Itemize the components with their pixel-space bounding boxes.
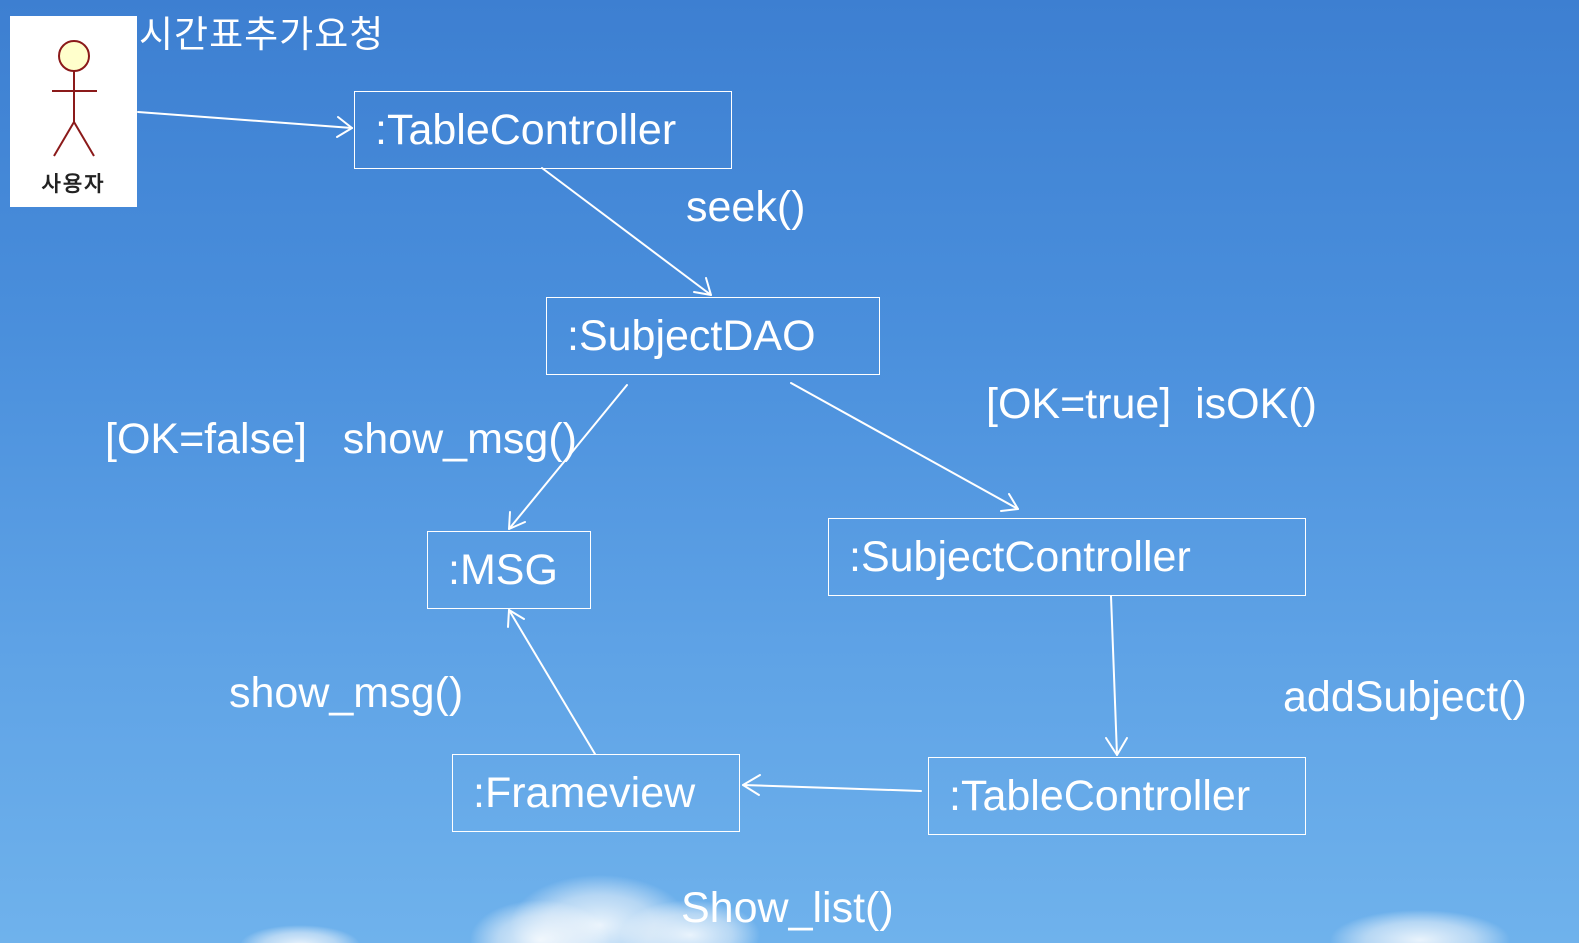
actor-name: 사용자 bbox=[41, 172, 106, 196]
arrow-add-subject bbox=[1110, 595, 1118, 756]
message-add-subject: addSubject() bbox=[1283, 673, 1527, 721]
object-subject-controller: :SubjectController bbox=[828, 518, 1306, 596]
arrow-request bbox=[137, 111, 353, 129]
object-msg: :MSG bbox=[427, 531, 591, 609]
arrow-show-list bbox=[742, 784, 922, 792]
arrow-seek bbox=[541, 167, 712, 296]
message-ok-false-show-msg: [OK=false] show_msg() bbox=[105, 415, 577, 463]
arrow-show-msg-false bbox=[508, 384, 628, 530]
arrow-show-msg bbox=[508, 609, 596, 755]
stick-figure-actor-icon bbox=[52, 40, 97, 157]
object-table-controller-bottom: :TableController bbox=[928, 757, 1306, 835]
message-seek: seek() bbox=[686, 183, 806, 231]
object-frameview: :Frameview bbox=[452, 754, 740, 832]
object-table-controller-top: :TableController bbox=[354, 91, 732, 169]
arrow-is-ok bbox=[790, 382, 1019, 510]
object-subject-dao: :SubjectDAO bbox=[546, 297, 880, 375]
message-show-msg: show_msg() bbox=[229, 669, 464, 717]
message-show-list: Show_list() bbox=[681, 884, 894, 932]
actor-user: 사용자 bbox=[10, 16, 137, 207]
request-label: 시간표추가요청 bbox=[139, 13, 385, 56]
message-ok-true-is-ok: [OK=true] isOK() bbox=[986, 380, 1317, 428]
